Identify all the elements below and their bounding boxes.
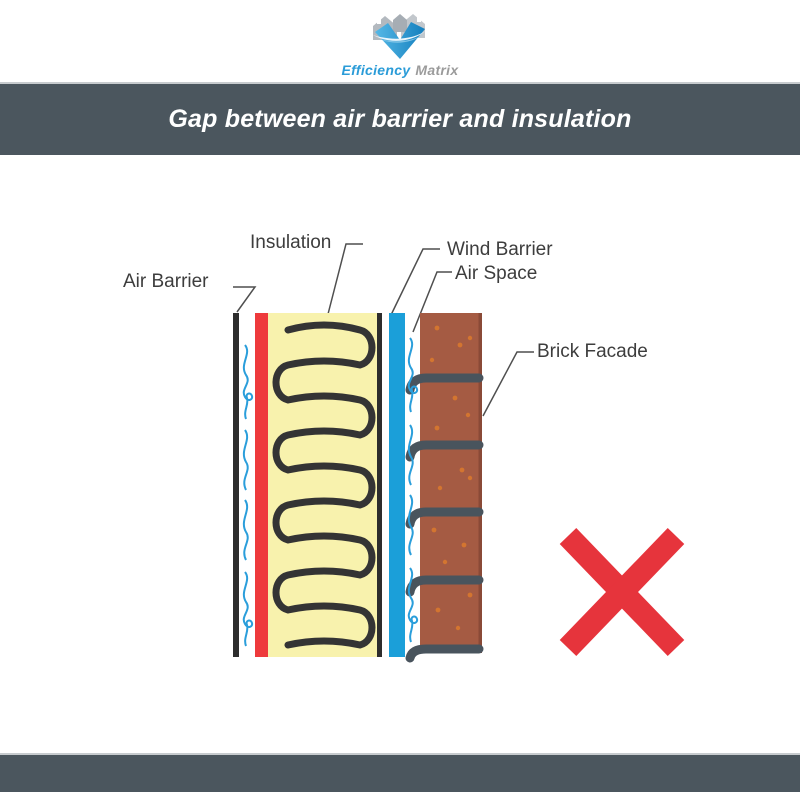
leader-wind-barrier bbox=[390, 248, 440, 316]
footer-band bbox=[0, 753, 800, 792]
insulation-coil bbox=[272, 321, 376, 649]
leader-air-barrier bbox=[233, 286, 257, 313]
title-band: Gap between air barrier and insulation bbox=[0, 82, 800, 155]
brick-specks bbox=[429, 325, 473, 631]
label-insulation: Insulation bbox=[250, 232, 332, 253]
wind-barrier-layer bbox=[389, 313, 405, 657]
label-brick-facade: Brick Facade bbox=[537, 341, 648, 362]
label-wind-barrier: Wind Barrier bbox=[447, 239, 553, 260]
sheathing-line bbox=[377, 313, 382, 657]
brand-word-secondary: Matrix bbox=[415, 62, 459, 78]
label-air-space: Air Space bbox=[455, 263, 538, 284]
label-air-barrier: Air Barrier bbox=[123, 271, 209, 292]
red-cross-icon bbox=[559, 528, 685, 656]
brand-word-primary: Efficiency bbox=[341, 62, 411, 78]
leader-air-space bbox=[412, 271, 452, 333]
red-layer bbox=[255, 313, 268, 657]
leader-lines bbox=[233, 243, 534, 417]
air-leak-squiggles-gap bbox=[242, 344, 254, 647]
insulation-layer bbox=[268, 313, 377, 657]
leader-brick-facade bbox=[482, 351, 534, 417]
brick-shelf-ties bbox=[405, 373, 484, 663]
page-title: Gap between air barrier and insulation bbox=[168, 105, 632, 133]
leader-insulation bbox=[326, 243, 363, 319]
brick-facade-layer bbox=[405, 313, 484, 663]
efficiency-matrix-logo-icon bbox=[373, 14, 427, 59]
air-barrier-layer bbox=[233, 313, 239, 657]
